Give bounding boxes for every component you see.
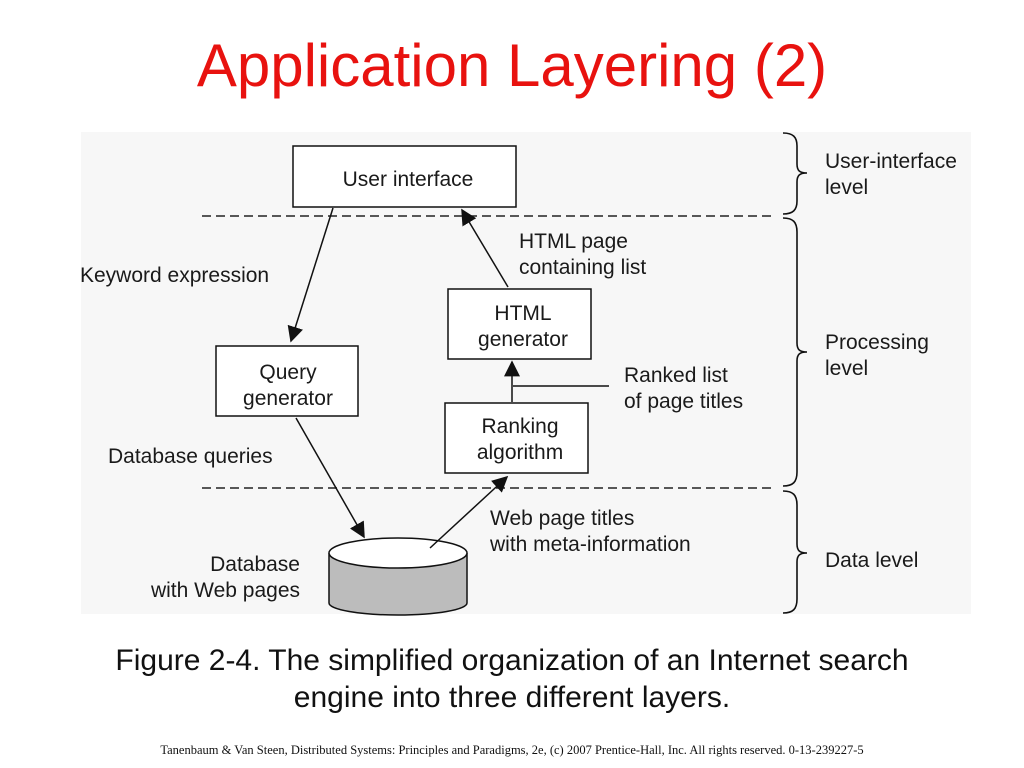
user-interface-label: User interface <box>343 168 474 191</box>
user-interface-label-line-1: User interface <box>343 168 474 191</box>
html-generator-label-line-1: HTML <box>494 302 551 325</box>
html-page-label-line-1: HTML page <box>519 230 628 253</box>
html-generator-label-line-2: generator <box>478 328 568 351</box>
brace-data-level <box>782 490 808 614</box>
user-interface-level-label-line-1: User-interface <box>825 150 957 173</box>
web-page-titles-label-line-2: with meta-information <box>489 533 691 556</box>
ranked-list-label: Ranked list of page titles <box>624 364 743 413</box>
processing-level-label-line-2: level <box>825 357 868 380</box>
caption-line-2: engine into three different layers. <box>293 681 731 714</box>
copyright-footer: Tanenbaum & Van Steen, Distributed Syste… <box>160 743 864 757</box>
processing-level-label-line-1: Processing <box>825 331 929 354</box>
user-interface-box: User interface <box>292 145 517 208</box>
database-label-line-1: Database <box>210 553 300 576</box>
ranking-algorithm-label-line-2: algorithm <box>477 441 563 464</box>
database-label-line-2: with Web pages <box>150 579 300 602</box>
query-generator-label: Query generator <box>243 361 333 410</box>
database-queries-label-line-1: Database queries <box>108 445 273 468</box>
web-page-titles-label: Web page titles with meta-information <box>489 507 691 556</box>
database-queries-label: Database queries <box>108 445 273 468</box>
html-generator-label: HTML generator <box>478 302 568 351</box>
ranking-algorithm-label: Ranking algorithm <box>477 415 563 464</box>
keyword-expression-label: Keyword expression <box>80 264 269 287</box>
caption-line-1: Figure 2-4. The simplified organization … <box>115 644 909 677</box>
arrow-web-page-titles <box>429 475 509 549</box>
ranked-list-label-line-2: of page titles <box>624 390 743 413</box>
html-page-label-line-2: containing list <box>519 256 646 279</box>
arrow-html-page <box>461 208 509 288</box>
query-generator-box: Query generator <box>215 345 359 417</box>
slide-title: Application Layering (2) <box>196 32 828 99</box>
database-label: Database with Web pages <box>150 553 300 602</box>
user-interface-level-label: User-interface level <box>825 150 957 199</box>
data-level-label-line-1: Data level <box>825 549 918 572</box>
ranked-list-label-line-1: Ranked list <box>624 364 728 387</box>
brace-user-interface-level <box>782 132 808 215</box>
user-interface-level-label-line-2: level <box>825 176 868 199</box>
ranking-algorithm-label-line-1: Ranking <box>481 415 558 438</box>
web-page-titles-label-line-1: Web page titles <box>490 507 634 530</box>
html-generator-box: HTML generator <box>447 288 592 360</box>
query-generator-label-line-2: generator <box>243 387 333 410</box>
arrow-keyword-expression <box>287 207 334 343</box>
keyword-expression-label-line-1: Keyword expression <box>80 264 269 287</box>
brace-processing-level <box>782 217 808 487</box>
query-generator-label-line-1: Query <box>259 361 317 384</box>
ranking-algorithm-box: Ranking algorithm <box>444 402 589 474</box>
arrow-database-queries <box>295 417 365 539</box>
figure-caption: Figure 2-4. The simplified organization … <box>40 642 984 716</box>
database-cylinder <box>328 537 468 616</box>
html-page-label: HTML page containing list <box>519 230 646 279</box>
data-level-label: Data level <box>825 549 918 572</box>
processing-level-label: Processing level <box>825 331 929 380</box>
